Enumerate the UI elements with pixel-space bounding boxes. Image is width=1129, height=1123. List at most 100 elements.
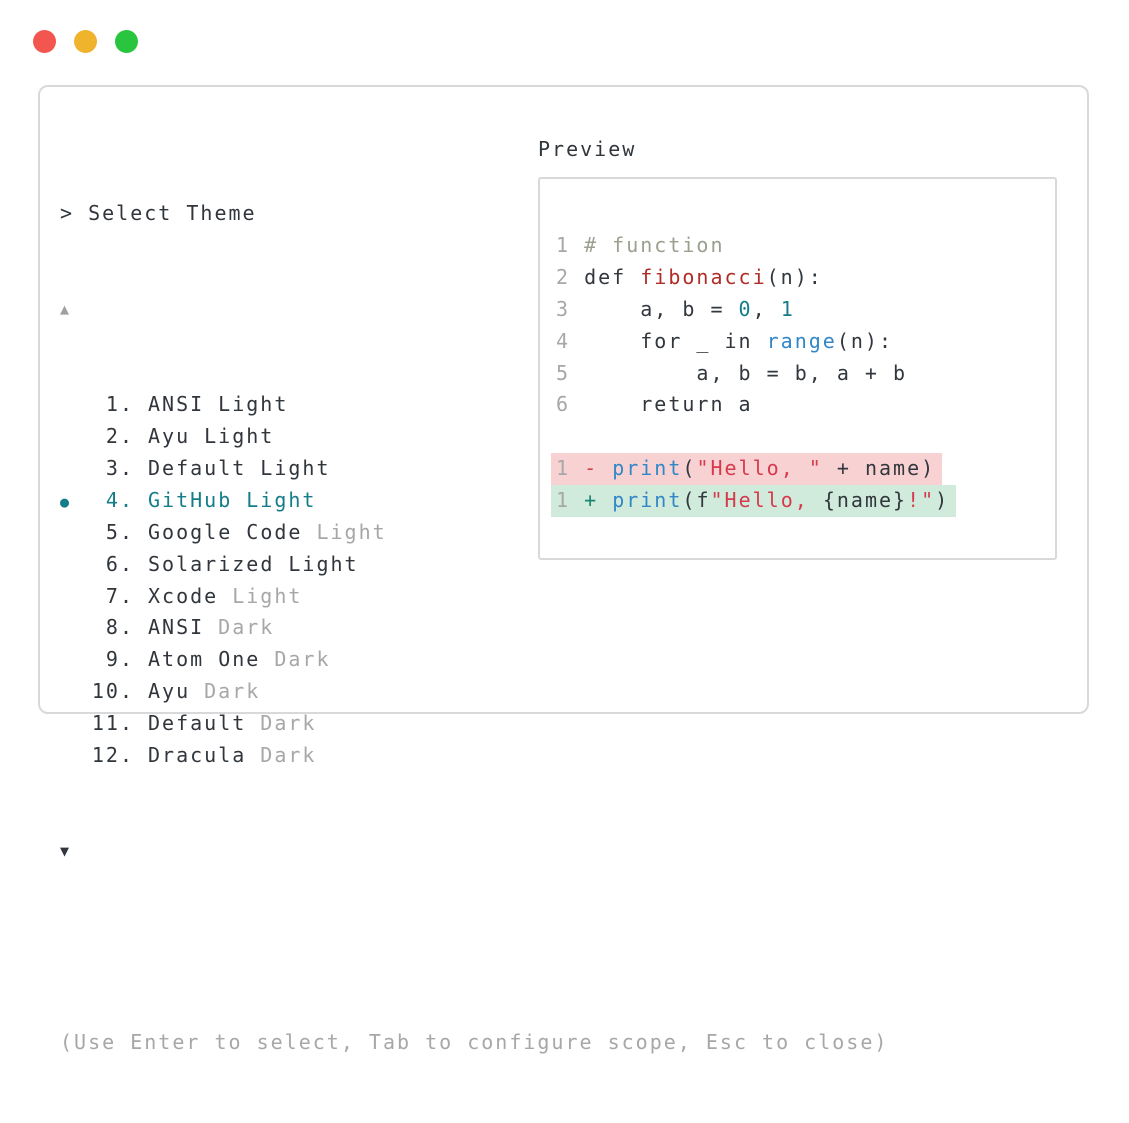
selected-bullet-icon [60,455,90,487]
theme-name: Default [148,711,247,736]
theme-number: 12. [91,743,134,768]
code-token-num: 0 [738,296,753,321]
code-line-content: 2 def fibonacci(n): [556,262,823,294]
code-token-text [570,488,584,512]
code-token-minus: - [584,456,599,481]
theme-variant: Dark [274,647,331,672]
selected-bullet-icon [60,614,90,646]
theme-name: Xcode [148,583,219,608]
selected-bullet-icon [60,710,90,742]
theme-name: GitHub [148,487,233,512]
code-token-text: + name) [822,456,936,481]
selected-bullet-icon [60,423,90,455]
theme-variant: Light [218,392,289,417]
theme-number: 1. [105,392,134,417]
spacer [60,931,1020,963]
theme-name: Solarized [148,551,275,576]
theme-name: ANSI [148,615,205,640]
code-token-string: "Hello, [710,488,823,513]
code-line-content: 1 - print("Hello, " + name) [551,453,943,486]
selected-bullet-icon [60,391,90,423]
code-line: 2 def fibonacci(n): [556,262,1055,294]
footer-hint: (Use Enter to select, Tab to configure s… [60,1030,889,1055]
theme-option-ansi-light[interactable]: 1. ANSI Light [60,389,1020,421]
theme-variant: Light [260,456,331,481]
selected-bullet-icon [60,742,90,774]
window-controls [33,30,138,53]
code-token-func: fibonacci [640,264,767,289]
theme-name: Ayu [148,424,191,449]
select-theme-prompt: > Select Theme [60,200,257,225]
code-token-text: for _ in [570,328,767,353]
theme-option-ansi-dark[interactable]: 8. ANSI Dark [60,612,1020,644]
code-token-text: ( [682,456,697,481]
line-number: 2 [556,264,571,289]
code-line-content: 4 for _ in range(n): [556,326,893,358]
theme-variant: Dark [218,615,275,640]
theme-name: Dracula [148,743,247,768]
theme-variant: Dark [260,711,317,736]
code-token-text: ) [935,488,950,513]
code-line: 3 a, b = 0, 1 [556,294,1055,326]
code-token-text: (n): [836,328,894,353]
code-line: 6 return a [556,389,1055,421]
theme-name: ANSI [148,392,205,417]
line-number: 3 [556,296,571,321]
code-line-content: 3 a, b = 0, 1 [556,294,795,326]
theme-name: Default [148,456,247,481]
theme-number: 6. [105,551,134,576]
theme-name: Ayu [148,679,191,704]
theme-number: 10. [91,679,134,704]
code-token-comment: # function [570,232,725,257]
selected-bullet-icon: ● [60,492,72,511]
theme-option-ayu-dark[interactable]: 10. Ayu Dark [60,676,1020,708]
code-line [556,421,1055,453]
zoom-button[interactable] [115,30,138,53]
code-token-string: !" [907,488,936,513]
line-number: 5 [556,360,571,385]
theme-number: 5. [105,519,134,544]
theme-number: 9. [105,647,134,672]
theme-option-dracula-dark[interactable]: 12. Dracula Dark [60,740,1020,772]
theme-number: 7. [105,583,134,608]
code-token-text: def [570,264,641,289]
code-line: 1 # function [556,230,1055,262]
theme-variant: Light [316,519,387,544]
code-line-content: 5 a, b = b, a + b [556,358,907,390]
line-number: 1 [556,232,571,257]
scroll-down-icon[interactable]: ▼ [60,841,72,860]
code-token-builtin: range [766,328,837,353]
code-token-string: "Hello, " [696,456,823,481]
theme-number: 4. [105,487,134,512]
theme-variant: Dark [204,679,261,704]
code-line-diff-added: 1 + print(f"Hello, {name}!") [551,485,1055,518]
theme-name: Google Code [148,519,303,544]
theme-option-google-code-light[interactable]: 5. Google Code Light [60,517,1020,549]
code-token-text: (n): [766,264,823,289]
code-token-text [570,456,584,480]
code-token-text: {name} [822,488,908,513]
code-token-text: (f [682,488,711,513]
close-button[interactable] [33,30,56,53]
code-line-content: 1 # function [556,230,725,262]
scroll-up-icon[interactable]: ▲ [60,299,72,318]
code-line-content: 1 + print(f"Hello, {name}!") [551,485,957,518]
theme-number: 8. [105,615,134,640]
code-token-text [598,488,612,512]
preview-label: Preview [538,137,637,161]
minimize-button[interactable] [74,30,97,53]
code-line-diff-removed: 1 - print("Hello, " + name) [551,453,1055,486]
theme-variant: Dark [260,743,317,768]
selected-bullet-icon [60,519,90,551]
